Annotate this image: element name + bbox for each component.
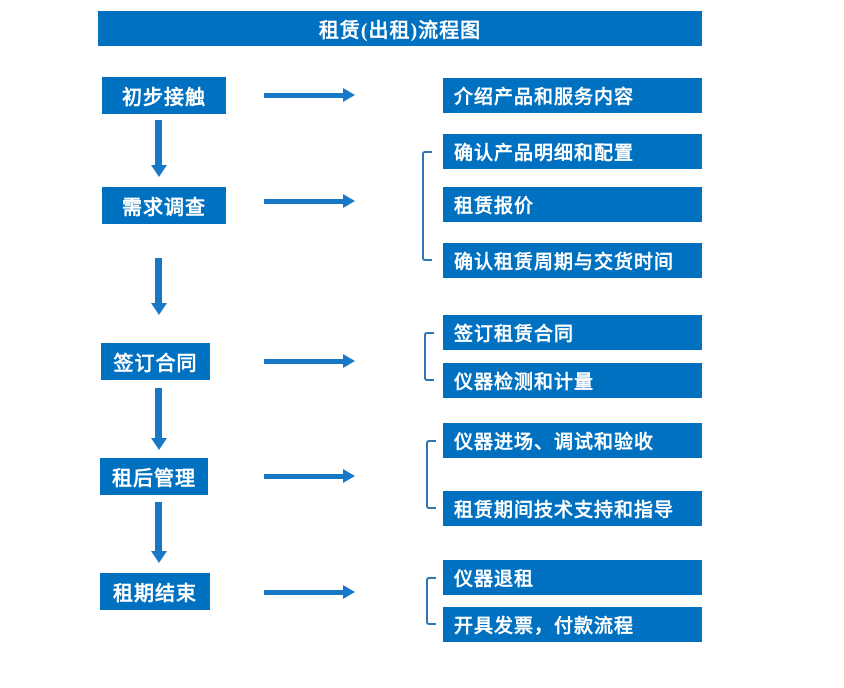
detail-box-sign-rental-contract: 签订租赁合同 (443, 315, 702, 350)
stage-box-sign-contract: 签订合同 (101, 343, 210, 380)
right-arrow-icon (264, 194, 355, 208)
arrow-shaft (264, 198, 343, 204)
arrow-shaft (264, 473, 343, 479)
arrow-head (150, 165, 167, 177)
arrow-shaft (264, 358, 343, 364)
stage-box-demand-survey: 需求调查 (102, 187, 226, 224)
flowchart-title: 租赁(出租)流程图 (98, 11, 702, 46)
detail-box-instrument-return: 仪器退租 (443, 560, 702, 595)
arrow-shaft (155, 502, 162, 551)
arrow-shaft (155, 120, 162, 165)
group-bracket (426, 577, 436, 625)
detail-box-instrument-delivery: 仪器进场、调试和验收 (443, 423, 702, 458)
down-arrow-icon (150, 388, 167, 450)
down-arrow-icon (150, 120, 167, 177)
right-arrow-icon (264, 469, 355, 483)
down-arrow-icon (150, 258, 167, 315)
right-arrow-icon (264, 88, 355, 102)
stage-box-post-rental: 租后管理 (100, 458, 208, 495)
right-arrow-icon (264, 585, 355, 599)
arrow-head (150, 438, 167, 450)
arrow-head (150, 303, 167, 315)
detail-box-tech-support: 租赁期间技术支持和指导 (443, 491, 702, 526)
group-bracket (422, 151, 432, 261)
detail-box-instrument-testing: 仪器检测和计量 (443, 363, 702, 398)
detail-box-rental-quote: 租赁报价 (443, 187, 702, 222)
arrow-shaft (155, 388, 162, 438)
arrow-head (343, 88, 355, 102)
arrow-shaft (264, 92, 343, 98)
detail-box-invoice-payment: 开具发票，付款流程 (443, 607, 702, 642)
detail-box-confirm-period: 确认租赁周期与交货时间 (443, 243, 702, 278)
arrow-head (150, 551, 167, 563)
detail-box-confirm-product-spec: 确认产品明细和配置 (443, 134, 702, 169)
group-bracket (424, 332, 434, 381)
arrow-shaft (155, 258, 162, 303)
stage-box-rental-end: 租期结束 (100, 573, 210, 610)
arrow-head (343, 469, 355, 483)
stage-box-initial-contact: 初步接触 (102, 77, 226, 114)
down-arrow-icon (150, 502, 167, 563)
arrow-head (343, 194, 355, 208)
right-arrow-icon (264, 354, 355, 368)
arrow-head (343, 585, 355, 599)
detail-box-introduce-products: 介绍产品和服务内容 (443, 78, 702, 113)
arrow-head (343, 354, 355, 368)
group-bracket (426, 440, 436, 509)
arrow-shaft (264, 589, 343, 595)
